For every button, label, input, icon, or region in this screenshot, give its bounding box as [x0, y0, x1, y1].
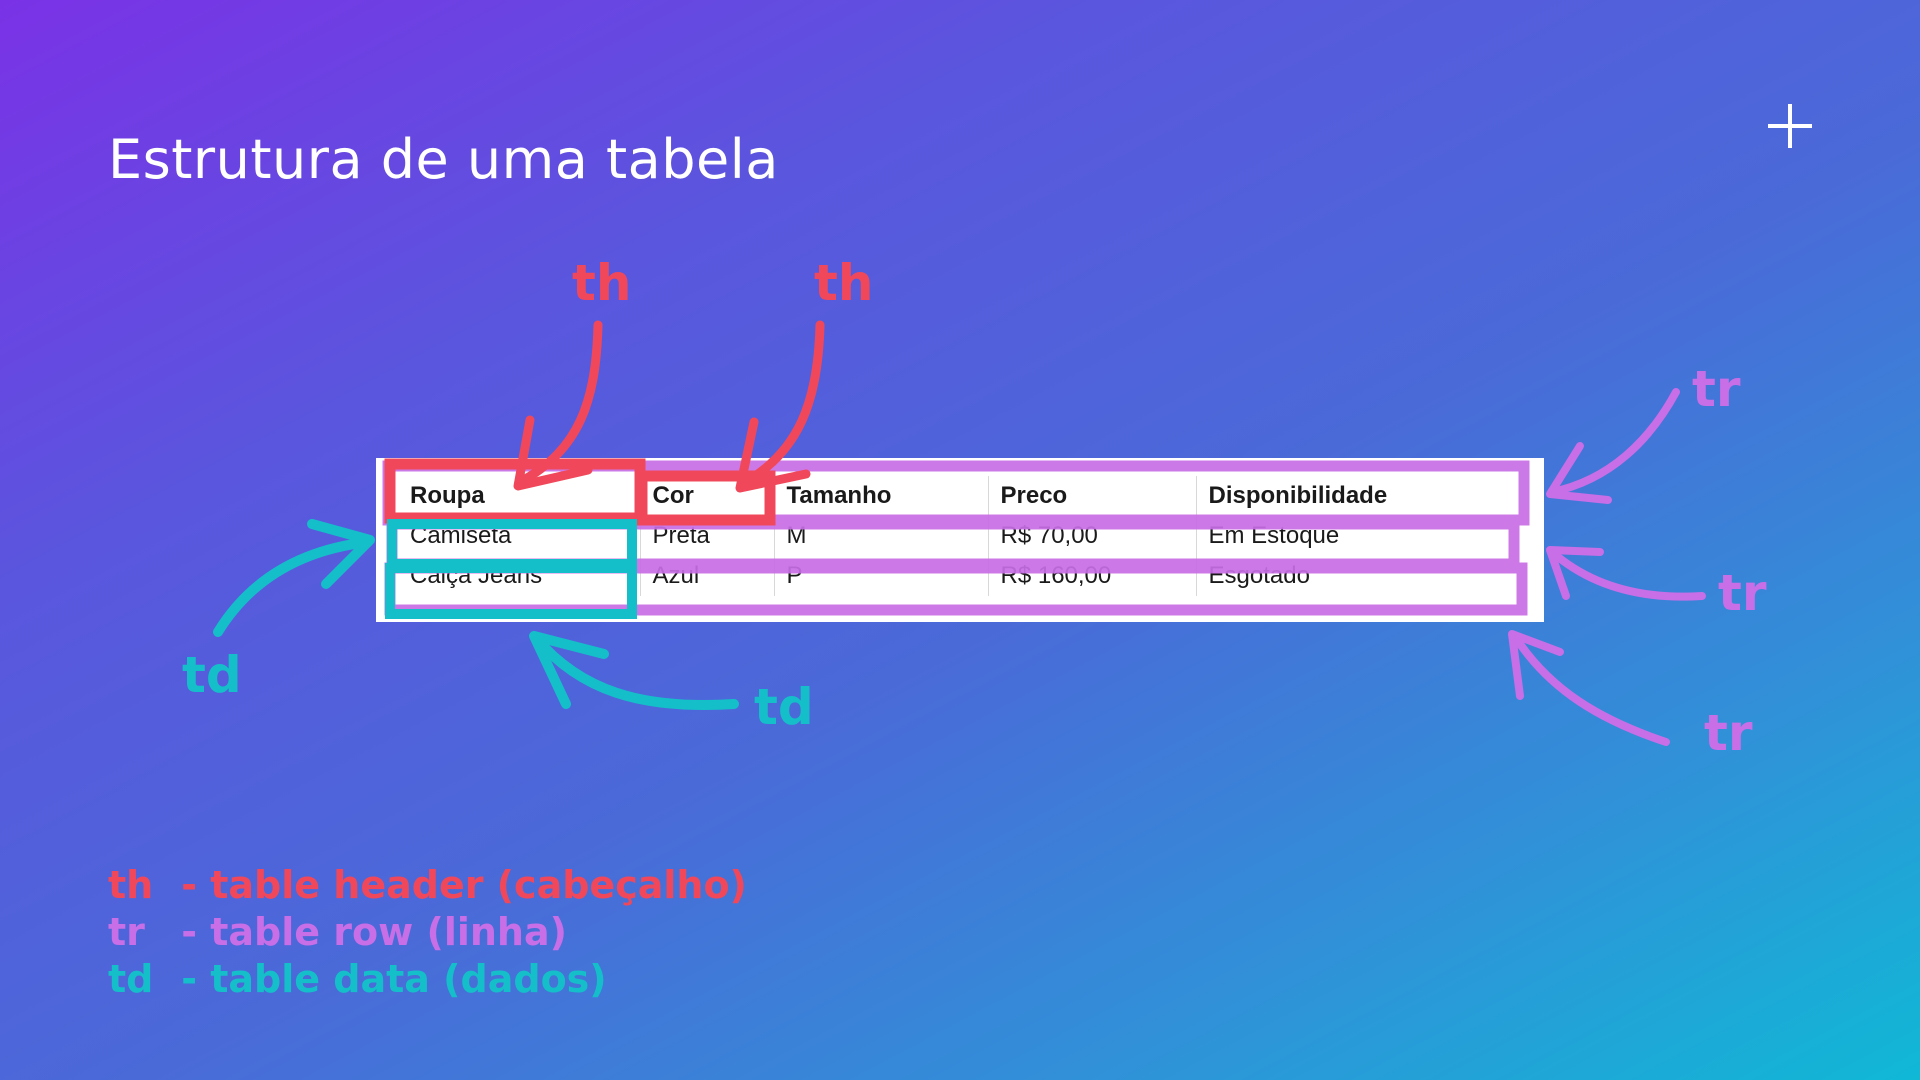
plus-icon[interactable]	[1768, 104, 1812, 148]
tr-arrow-3-head	[1508, 630, 1564, 700]
td-label: td	[754, 678, 814, 736]
header-tamanho: Tamanho	[773, 476, 988, 516]
table-cell: M	[773, 516, 988, 556]
td-arrow-1	[213, 537, 373, 637]
legend-tag: td	[108, 957, 154, 1001]
legend-text: - table data (dados)	[181, 957, 607, 1001]
slide-title: Estrutura de uma tabela	[108, 128, 779, 191]
th-label: th	[572, 254, 632, 312]
table-header-row: Roupa Cor Tamanho Preco Disponibilidade	[398, 476, 1516, 516]
td-arrow-2-head	[529, 631, 609, 709]
tr-arrow-1-head	[1546, 442, 1612, 504]
tr-label: tr	[1704, 704, 1753, 762]
table-cell: Azul	[639, 556, 774, 596]
legend-text: - table header (cabeçalho)	[181, 863, 747, 907]
tr-arrow-1	[1548, 388, 1680, 496]
legend-item-td: td - table data (dados)	[108, 956, 747, 1003]
tr-arrow-3	[1512, 634, 1670, 746]
table-row: Camiseta Preta M R$ 70,00 Em Estoque	[398, 516, 1516, 556]
table-cell: P	[773, 556, 988, 596]
legend-tag: th	[108, 863, 154, 907]
table-row: Calça Jeans Azul P R$ 160,00 Esgotado	[398, 556, 1516, 596]
table-cell: Calça Jeans	[410, 562, 543, 589]
table-example: Roupa Cor Tamanho Preco Disponibilidade …	[376, 458, 1544, 622]
header-cor: Cor	[639, 476, 774, 516]
table-cell: Esgotado	[1195, 556, 1516, 596]
th-label: th	[814, 254, 874, 312]
clothing-table: Roupa Cor Tamanho Preco Disponibilidade …	[398, 476, 1516, 596]
header-roupa: Roupa	[410, 482, 485, 509]
table-cell: R$ 70,00	[987, 516, 1196, 556]
td-arrow-2	[531, 633, 739, 711]
tr-label: tr	[1692, 360, 1741, 418]
tr-label: tr	[1718, 564, 1767, 622]
td-arrow-1-head	[307, 519, 375, 589]
tr-arrow-2	[1548, 548, 1706, 601]
legend-tag: tr	[108, 910, 145, 954]
header-preco: Preco	[987, 476, 1196, 516]
tr-arrow-2-head	[1546, 546, 1604, 600]
header-disponibilidade: Disponibilidade	[1195, 476, 1516, 516]
legend: th - table header (cabeçalho) tr - table…	[108, 862, 747, 1003]
td-label: td	[182, 646, 242, 704]
table-cell: Preta	[639, 516, 774, 556]
legend-item-tr: tr - table row (linha)	[108, 909, 747, 956]
legend-text: - table row (linha)	[181, 910, 567, 954]
table-cell: R$ 160,00	[987, 556, 1196, 596]
table-cell: Em Estoque	[1195, 516, 1516, 556]
legend-item-th: th - table header (cabeçalho)	[108, 862, 747, 909]
table-cell: Camiseta	[410, 522, 512, 549]
